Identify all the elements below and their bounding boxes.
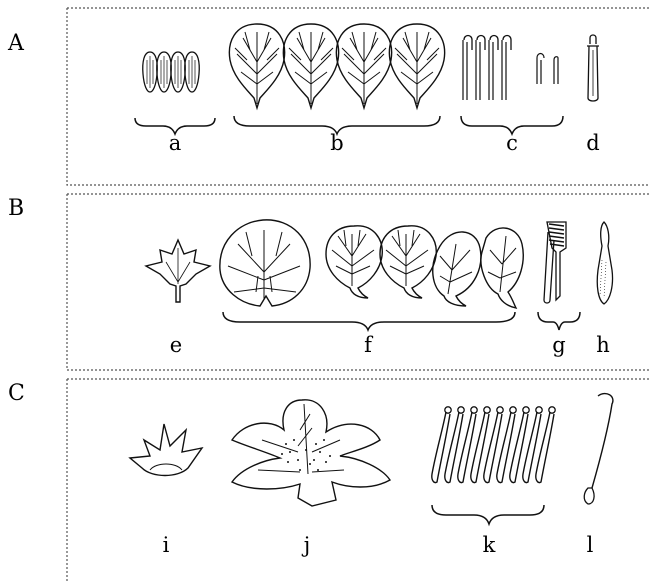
part-label-c: c — [506, 131, 518, 155]
part-label-b: b — [330, 131, 343, 155]
brace-f — [223, 312, 515, 330]
row-label-c: C — [8, 381, 25, 406]
petals-illustration-b — [220, 220, 523, 308]
part-label-e: e — [170, 333, 182, 357]
stamens-illustration-c — [432, 407, 555, 483]
row-label-b: B — [8, 196, 24, 221]
stamens-illustration-b — [544, 222, 566, 303]
pistil-illustration-b — [597, 222, 612, 304]
calyx-illustration-c — [130, 424, 202, 476]
part-label-k: k — [483, 533, 496, 557]
part-label-j: j — [301, 533, 311, 557]
row-label-a: A — [7, 31, 25, 56]
part-label-h: h — [596, 333, 610, 357]
panel-frame-a — [67, 8, 650, 185]
brace-k — [432, 505, 544, 524]
calyx-illustration — [146, 240, 210, 302]
pistil-illustration-c — [584, 394, 613, 504]
panel-frame-c — [67, 379, 650, 581]
pistil-illustration — [587, 35, 599, 101]
sepals-illustration — [143, 52, 199, 92]
part-label-l: l — [587, 533, 594, 557]
part-label-a: a — [169, 131, 182, 155]
corolla-illustration — [232, 400, 390, 506]
part-label-f: f — [364, 333, 374, 357]
petals-illustration — [229, 24, 444, 108]
part-label-g: g — [552, 333, 565, 357]
brace-g — [538, 312, 580, 330]
part-label-i: i — [163, 533, 170, 557]
stamens-illustration — [463, 36, 558, 101]
part-label-d: d — [586, 131, 599, 155]
